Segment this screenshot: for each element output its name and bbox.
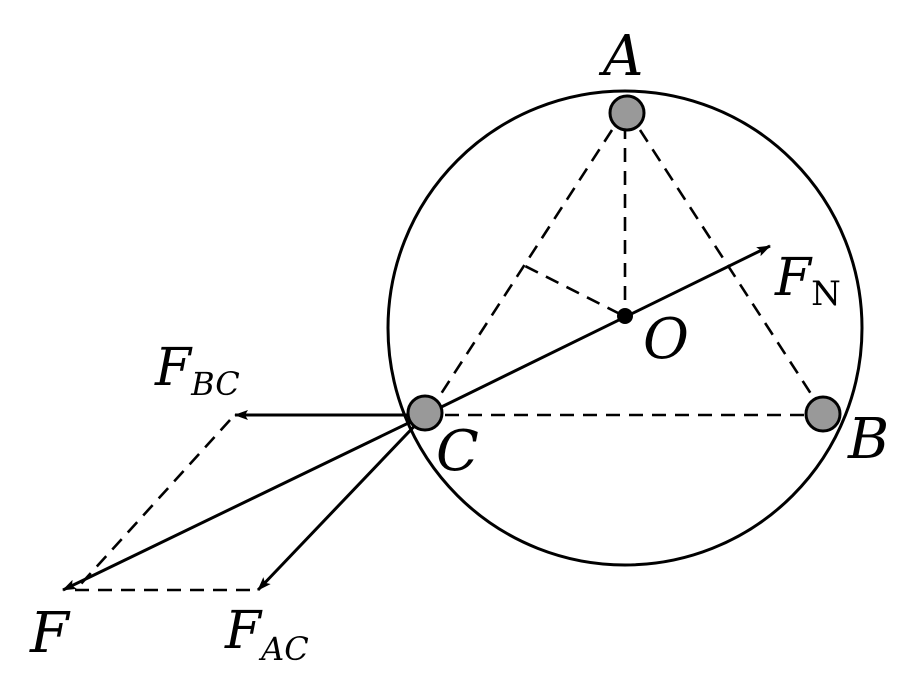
label-FN: FN (774, 248, 841, 314)
dashed-line-AC (435, 129, 614, 401)
arrow-FAC (256, 413, 427, 592)
label-B: B (847, 407, 889, 472)
ball-A (608, 94, 646, 132)
arrow-F (62, 413, 426, 592)
dashed-perpendicular-O (524, 264, 621, 316)
center-point-O (617, 308, 633, 324)
label-A: A (598, 24, 643, 89)
label-C: C (436, 419, 479, 484)
label-F: F (29, 601, 71, 666)
ball-C (406, 394, 444, 432)
label-FAC: FAC (224, 601, 309, 668)
dashed-line-AB (638, 129, 817, 401)
label-FBC: FBC (154, 338, 240, 403)
arrow-FN (424, 244, 771, 417)
ball-B (804, 395, 842, 433)
outer-circle (386, 89, 864, 567)
dashed-parallelogram-left (79, 419, 231, 586)
label-O: O (643, 307, 689, 372)
